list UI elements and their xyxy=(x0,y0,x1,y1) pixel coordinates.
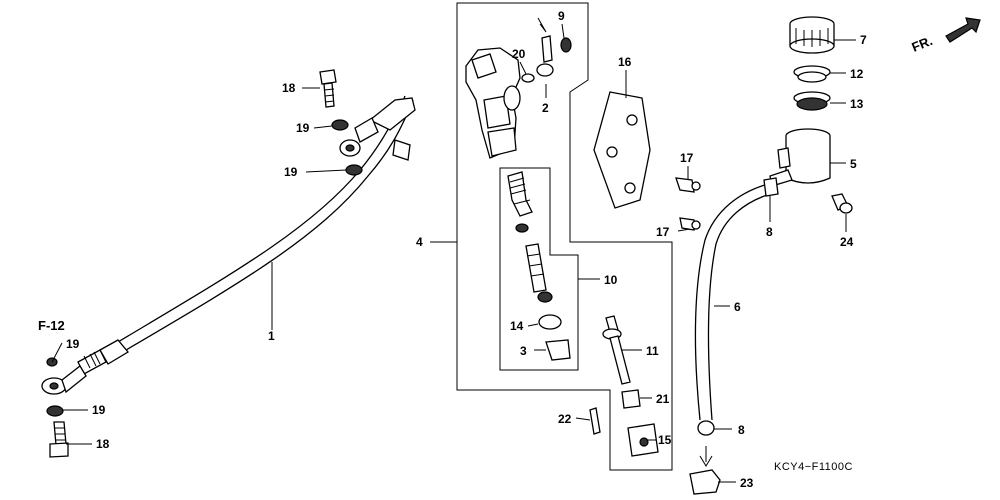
section-ref-label: F-12 xyxy=(38,318,65,333)
front-arrow-label: FR. xyxy=(910,33,935,55)
callout-23: 23 xyxy=(740,476,754,490)
washer-19-upper-icon xyxy=(331,119,349,131)
boot-14-icon xyxy=(538,314,562,330)
bleeder-2-icon xyxy=(536,35,554,77)
callout-20: 20 xyxy=(512,47,526,61)
front-arrow-icon: FR. xyxy=(910,17,981,55)
bolt-18-upper-icon xyxy=(319,69,337,108)
callout-6: 6 xyxy=(734,300,741,314)
callout-19-mid: 19 xyxy=(284,165,298,179)
callout-17-lower: 17 xyxy=(656,225,670,239)
callout-12: 12 xyxy=(850,67,864,81)
plate-12-icon xyxy=(793,65,831,83)
assembly-10-boundary xyxy=(499,167,579,371)
brake-hose xyxy=(41,95,416,395)
callout-labels: 18 19 19 1 F-12 19 19 18 4 10 14 3 11 21… xyxy=(38,9,867,490)
washer-20-icon xyxy=(521,73,535,83)
pin-22-icon xyxy=(589,407,601,435)
clip-8-lower-icon xyxy=(697,420,715,436)
screw-24-icon xyxy=(831,193,853,214)
callout-14: 14 xyxy=(510,319,524,333)
callout-2: 2 xyxy=(542,101,549,115)
reservoir-5-icon xyxy=(769,128,831,187)
bracket-16-icon xyxy=(593,91,651,209)
callout-17-upper: 17 xyxy=(680,151,694,165)
callout-15: 15 xyxy=(658,433,672,447)
callout-18-lower: 18 xyxy=(96,437,110,451)
nut-21-icon xyxy=(621,389,641,409)
master-cylinder-body xyxy=(465,47,521,159)
callout-24: 24 xyxy=(840,235,854,249)
cap-9-icon xyxy=(560,37,572,53)
callout-22: 22 xyxy=(558,412,572,426)
callout-21: 21 xyxy=(656,392,670,406)
washer-19-mid-icon xyxy=(345,164,363,176)
callout-3: 3 xyxy=(520,344,527,358)
leader-lines xyxy=(51,17,856,483)
reservoir-hose-6 xyxy=(694,183,771,421)
callout-8-upper: 8 xyxy=(766,225,773,239)
screw-17-upper-icon xyxy=(675,177,701,193)
callout-8-lower: 8 xyxy=(738,423,745,437)
callout-11: 11 xyxy=(646,344,659,358)
callout-10: 10 xyxy=(604,273,618,287)
diaphragm-13-icon xyxy=(793,91,831,111)
callout-7: 7 xyxy=(860,33,867,47)
fitting-23-icon xyxy=(689,446,721,495)
screw-17-lower-icon xyxy=(679,217,701,231)
push-rod-11-icon xyxy=(602,315,631,385)
callout-13: 13 xyxy=(850,97,864,111)
reservoir-cap-7-icon xyxy=(789,16,835,54)
joint-15-icon xyxy=(627,423,659,457)
callout-5: 5 xyxy=(850,157,857,171)
clip-8-upper-icon xyxy=(763,177,779,197)
callout-18-upper: 18 xyxy=(282,81,296,95)
callout-19-lower-a: 19 xyxy=(66,337,80,351)
piston-kit-10 xyxy=(507,171,553,303)
callout-19-lower-b: 19 xyxy=(92,403,106,417)
callout-9: 9 xyxy=(558,9,565,23)
bolt-18-lower-icon xyxy=(49,421,69,458)
washer-19-lower-b-icon xyxy=(46,405,64,417)
bushing-3-icon xyxy=(545,339,571,361)
callout-16: 16 xyxy=(618,55,632,69)
assembly-4-boundary xyxy=(456,2,673,471)
callout-4: 4 xyxy=(416,235,423,249)
reference-code: KCY4−F1100C xyxy=(774,461,853,473)
callout-1: 1 xyxy=(268,329,275,343)
callout-19-upper: 19 xyxy=(296,121,310,135)
